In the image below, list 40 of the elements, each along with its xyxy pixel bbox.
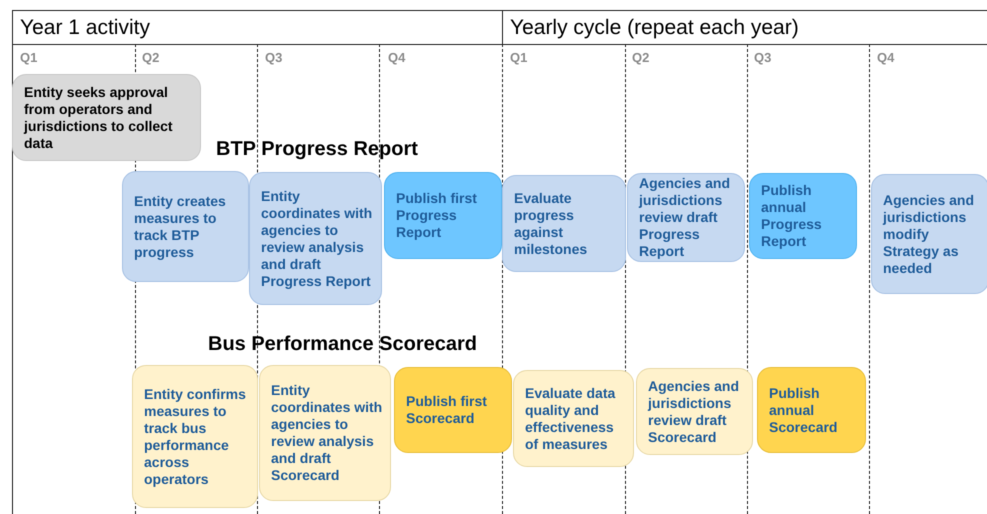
activity-box xyxy=(757,367,866,453)
activity-box xyxy=(132,365,258,508)
activity-box xyxy=(749,173,857,259)
activity-box xyxy=(513,370,634,467)
activity-text: Agencies and jurisdictions modify Strategy as needed xyxy=(883,192,976,276)
quarter-label: Q2 xyxy=(632,50,650,65)
activity-text: Agencies and jurisdictions review draft Progress Report xyxy=(639,175,732,260)
activity-box xyxy=(122,171,249,282)
section-heading: Yearly cycle (repeat each year) xyxy=(510,16,799,40)
quarter-label: Q3 xyxy=(754,50,772,65)
activity-text: Entity coordinates with agencies to review analysis and draft Scorecard xyxy=(271,382,384,484)
activity-box xyxy=(502,175,626,272)
activity-text: Publish first Progress Report xyxy=(396,190,478,241)
row-heading: BTP Progress Report xyxy=(216,138,418,161)
quarter-label: Q1 xyxy=(20,50,38,65)
activity-box xyxy=(627,173,745,262)
activity-text: Publish first Scorecard xyxy=(406,393,488,427)
activity-text: Entity coordinates with agencies to review analysis and draft Progress Report xyxy=(261,188,374,290)
activity-box xyxy=(384,172,502,259)
quarter-label: Q2 xyxy=(142,50,160,65)
activity-text: Entity seeks approval from operators and jurisdictions to collect data xyxy=(24,84,174,152)
activity-box xyxy=(394,367,512,453)
activity-text: Evaluate progress against milestones xyxy=(514,190,588,258)
activity-box xyxy=(636,368,753,455)
activity-text: Entity confirms measures to track bus performance across operators xyxy=(144,386,247,488)
row-heading: Bus Performance Scorecard xyxy=(208,333,478,356)
activity-text: Publish annual Progress Report xyxy=(761,182,823,250)
activity-box xyxy=(249,172,382,305)
activity-text: Evaluate data quality and effectiveness of measures xyxy=(525,384,616,452)
activity-box xyxy=(12,74,201,161)
activity-text: Agencies and jurisdictions review draft Scorecard xyxy=(648,378,740,446)
activity-box xyxy=(871,174,987,294)
quarter-label: Q1 xyxy=(510,50,528,65)
section-heading: Year 1 activity xyxy=(20,16,150,40)
activity-text: Publish annual Scorecard xyxy=(769,384,838,436)
quarter-label: Q4 xyxy=(877,50,894,65)
activity-box xyxy=(259,365,391,501)
activity-text: Entity creates measures to track BTP progress xyxy=(134,192,227,260)
quarter-label: Q3 xyxy=(265,50,282,65)
quarter-label: Q4 xyxy=(388,50,406,65)
